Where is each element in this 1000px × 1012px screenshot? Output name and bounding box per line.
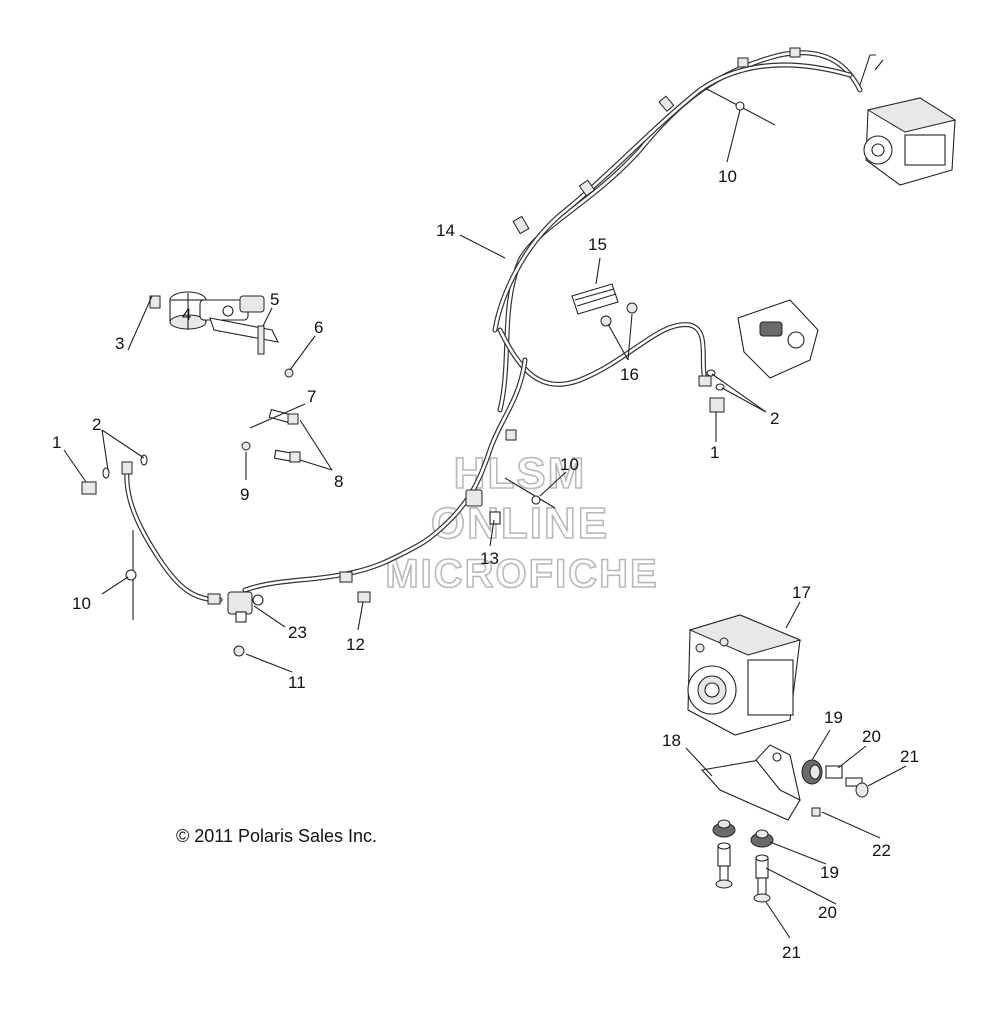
- callout-8: 8: [334, 472, 343, 491]
- spacer-20-lower-b: [755, 854, 769, 879]
- callout-15: 15: [588, 235, 607, 254]
- callout-7: 7: [307, 387, 316, 406]
- spacer-20-right: [825, 765, 843, 779]
- callout-5: 5: [270, 290, 279, 309]
- callout-19-right: 19: [824, 708, 843, 727]
- fitting-3: [149, 295, 161, 309]
- callout-16: 16: [620, 365, 639, 384]
- abs-module-17: [687, 614, 802, 736]
- callout-20-right: 20: [862, 727, 881, 746]
- brake-line-lower: [242, 357, 528, 593]
- brake-line-right-caliper: [497, 322, 712, 387]
- grommet-19-right: [801, 759, 823, 785]
- brake-line-14: [492, 47, 884, 413]
- bolt-21-lower-b: [753, 877, 771, 903]
- callout-3: 3: [115, 334, 124, 353]
- callout-19-lower: 19: [820, 863, 839, 882]
- abs-unit-top: [863, 97, 957, 186]
- nuts-16: [600, 302, 638, 327]
- callout-11: 11: [288, 673, 306, 692]
- callout-10-top: 10: [718, 167, 737, 186]
- bracket-15: [571, 283, 619, 315]
- callout-12: 12: [346, 635, 365, 654]
- callout-21-lower: 21: [782, 943, 801, 962]
- bolt-21-lower-a: [715, 865, 733, 889]
- banjo-bolt-1-left: [81, 481, 97, 495]
- callout-10-left: 10: [72, 594, 91, 613]
- callout-20-lower: 20: [818, 903, 837, 922]
- bracket-18: [700, 744, 801, 821]
- fitting-12: [357, 591, 371, 603]
- callout-23: 23: [288, 623, 307, 642]
- washer-6: [284, 368, 294, 378]
- grommet-19-lower-a: [712, 819, 736, 838]
- callout-21-right: 21: [900, 747, 919, 766]
- callout-22: 22: [872, 841, 891, 860]
- bolt-5: [257, 325, 265, 355]
- brake-line-master: [121, 461, 223, 605]
- bolt-21-right: [845, 777, 869, 798]
- callout-4: 4: [182, 305, 191, 324]
- washer-2-right-a: [715, 383, 725, 391]
- callouts: 1 2 3 4 5 6 7 8 9 10 11 12 13 10 10 14 1…: [52, 167, 919, 962]
- grommet-19-lower-b: [750, 829, 774, 848]
- clip-10-left: [125, 530, 137, 620]
- callout-1-right: 1: [710, 443, 719, 462]
- nut-11: [233, 645, 245, 657]
- junction-23: [227, 591, 264, 623]
- callout-6: 6: [314, 318, 323, 337]
- watermark: HLSM ONLINE MICROFICHE: [385, 448, 658, 597]
- callout-1-left: 1: [52, 433, 61, 452]
- clip-10-center: [504, 477, 556, 509]
- callout-2-right: 2: [770, 409, 779, 428]
- callout-17: 17: [792, 583, 811, 602]
- spacer-20-lower-a: [717, 842, 731, 867]
- callout-18: 18: [662, 731, 681, 750]
- callout-9: 9: [240, 485, 249, 504]
- callout-14: 14: [436, 221, 455, 240]
- callout-13: 13: [480, 549, 499, 568]
- banjo-bolt-1-right: [709, 397, 725, 413]
- clip-10-top: [704, 87, 776, 126]
- bolts-8: [268, 408, 301, 463]
- callout-2-left: 2: [92, 415, 101, 434]
- watermark-line2: ONLINE: [431, 499, 609, 548]
- washer-2-left-a: [102, 467, 110, 479]
- copyright-text: © 2011 Polaris Sales Inc.: [176, 826, 377, 846]
- junction-13: [465, 489, 501, 525]
- watermark-line3: MICROFICHE: [385, 552, 658, 596]
- caliper-right: [737, 299, 819, 379]
- leader-lines: [63, 109, 907, 939]
- screw-22: [811, 807, 821, 817]
- nut-9: [241, 441, 251, 451]
- callout-10-center: 10: [560, 455, 579, 474]
